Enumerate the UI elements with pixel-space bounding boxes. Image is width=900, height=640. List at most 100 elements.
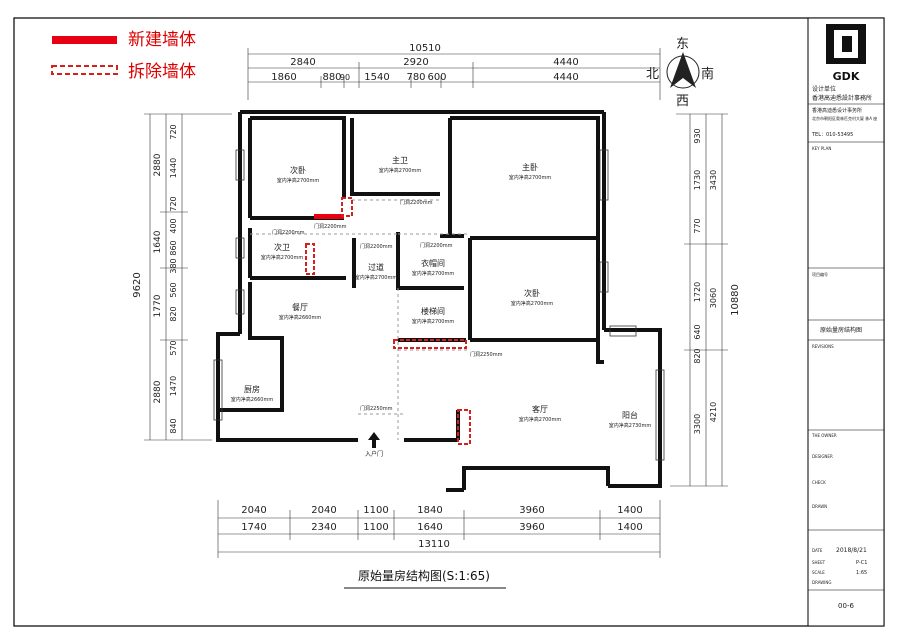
dim-left-r2-6: 560 — [169, 282, 178, 297]
title-block-content: GDK 设计单位 香港高迪悉設計事務所 香港高迪悉设计事务所 北京市朝阳区奥林匹… — [808, 24, 884, 610]
room-name-2: 主卧 — [522, 162, 538, 172]
compass-west: 西 — [676, 94, 689, 109]
dim-left-r1-2: 1770 — [153, 294, 163, 317]
page-number: 00-6 — [838, 602, 854, 610]
dim-top-r2-2: 90 — [340, 73, 350, 82]
room-height-2: 室内净高2700mm — [509, 174, 552, 181]
dim-bottom-r2-1: 2340 — [311, 522, 336, 533]
dim-top-r2-5: 600 — [427, 72, 446, 83]
dim-left-r2-9: 1470 — [169, 376, 178, 396]
room-height-9: 室内净高2660mm — [231, 396, 274, 403]
revisions-label: REVISIONS — [812, 344, 834, 349]
legend-new-wall-swatch — [52, 36, 117, 44]
dim-bottom-r1-0: 2040 — [241, 505, 266, 516]
dim-bottom-r1-3: 1840 — [417, 505, 442, 516]
owner-label: THE OWNER — [811, 433, 837, 438]
compass-arrow-icon — [670, 52, 696, 88]
dim-top-r2-4: 780 — [406, 72, 425, 83]
dim-right-r2-1: 3060 — [709, 288, 718, 308]
dim-top-r2-3: 1540 — [364, 72, 389, 83]
dim-left-r2-7: 820 — [169, 306, 178, 321]
room-name-10: 客厅 — [532, 404, 548, 414]
dim-bottom-r2-0: 1740 — [241, 522, 266, 533]
check-label: CHECK — [812, 480, 826, 485]
room-name-0: 次卧 — [290, 165, 306, 175]
dim-top-r1-2: 4440 — [553, 57, 578, 68]
room-name-6: 次卧 — [524, 288, 540, 298]
entrance-label: 入户门 — [365, 450, 383, 458]
entrance-arrow-icon — [368, 432, 380, 448]
scale-label: SCALE — [812, 570, 825, 575]
dim-bottom-r2-5: 1400 — [617, 522, 642, 533]
windows — [213, 149, 665, 461]
compass-north: 北 — [646, 67, 659, 82]
logo-text: GDK — [833, 70, 860, 83]
dim-bottom-r1-5: 1400 — [617, 505, 642, 516]
dim-right-r1-4: 640 — [693, 324, 702, 339]
room-height-11: 室内净高2730mm — [609, 422, 652, 429]
door-label-0: 门洞2200mm — [314, 223, 347, 230]
company-name: 香港高迪悉設計事務所 — [812, 94, 872, 102]
sheet-title: 原始量房结构图 — [820, 326, 862, 334]
dim-right-r2-0: 3430 — [709, 170, 718, 190]
dim-top-r2-1: 880 — [322, 72, 341, 83]
room-height-7: 室内净高2660mm — [279, 314, 322, 321]
door-label-4: 门洞2200mm — [420, 242, 453, 249]
drawing-label: DRAWING — [812, 580, 831, 585]
dim-right-r1-3: 1720 — [693, 282, 702, 302]
company-phone: TEL：010-53495 — [811, 132, 853, 138]
compass: 东 北 南 西 — [646, 37, 714, 109]
walls — [216, 110, 662, 492]
dim-left-r2-2: 720 — [169, 196, 178, 211]
room-height-0: 室内净高2700mm — [277, 177, 320, 184]
dim-left-total: 9620 — [132, 272, 143, 297]
date-value: 2018/8/21 — [836, 547, 867, 554]
legend-removed-wall-swatch — [51, 65, 118, 75]
new-wall-segment — [314, 214, 344, 219]
dim-right-r1-1: 1730 — [693, 170, 702, 190]
left-dimensions — [144, 113, 232, 441]
drawing-no: P-C1 — [856, 560, 867, 566]
door-label-3: 门洞2200mm — [360, 243, 393, 250]
designer-label: DESIGNER — [812, 454, 833, 459]
dim-top-total: 10510 — [409, 43, 441, 54]
room-height-6: 室内净高2700mm — [511, 300, 554, 307]
sheet-label: SHEET — [812, 560, 826, 565]
dim-top-r2-6: 4440 — [553, 72, 578, 83]
title-block — [807, 17, 885, 627]
dim-bottom-r2-2: 1100 — [363, 522, 388, 533]
dim-top-r2-0: 1860 — [271, 72, 296, 83]
room-name-11: 阳台 — [622, 410, 638, 420]
removed-walls — [305, 197, 471, 445]
dim-right-r1-5: 820 — [693, 348, 702, 363]
door-label-6: 门洞2250mm — [360, 405, 393, 412]
drawn-label: DRAWN — [812, 504, 827, 509]
drawing-title: 原始量房结构图(S:1:65) — [358, 568, 490, 583]
dim-right-total: 10880 — [730, 284, 741, 316]
company-line2: 北京市朝阳区奥林匹克村大厦 栋A 座 — [812, 115, 877, 121]
scale-value: 1:65 — [856, 570, 867, 576]
dim-left-r2-5: 380 — [169, 258, 178, 273]
room-name-3: 次卫 — [274, 242, 290, 252]
room-name-7: 餐厅 — [292, 303, 308, 312]
room-height-10: 室内净高2700mm — [519, 416, 562, 423]
dim-left-r2-10: 840 — [169, 418, 178, 433]
legend-removed-wall-label: 拆除墙体 — [128, 62, 196, 82]
room-name-9: 厨房 — [244, 384, 260, 394]
dim-right-r1-2: 770 — [693, 218, 702, 233]
project-label: 项目编号 — [812, 271, 828, 277]
bottom-dimensions — [217, 500, 661, 558]
company-line1: 香港高迪悉设计事务所 — [812, 107, 862, 114]
dim-bottom-r2-4: 3960 — [519, 522, 544, 533]
dim-bottom-r1-2: 1100 — [363, 505, 388, 516]
door-label-2: 门洞2200mm — [272, 229, 305, 236]
dim-right-r2-2: 4210 — [709, 402, 718, 422]
dim-left-r2-4: 860 — [169, 240, 178, 255]
door-label-1: 门洞2200mm — [400, 199, 433, 206]
room-name-1: 主卫 — [392, 155, 408, 165]
legend-new-wall-label: 新建墙体 — [128, 30, 196, 50]
date-label: DATE — [812, 548, 823, 553]
dim-left-r2-1: 1440 — [169, 158, 178, 178]
